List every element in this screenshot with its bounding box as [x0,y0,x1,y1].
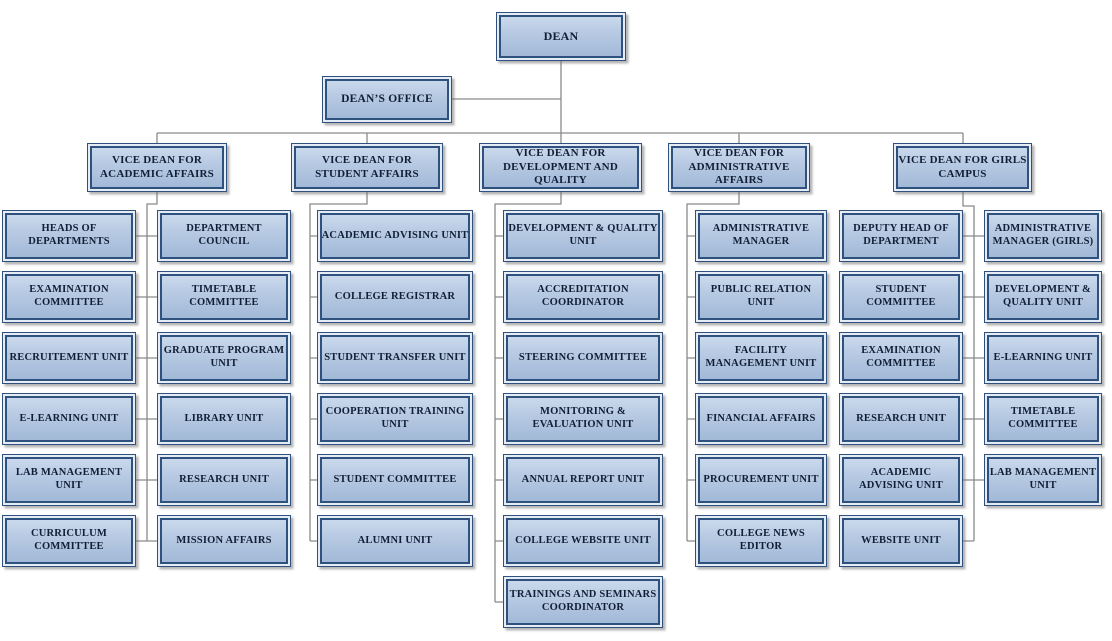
org-node-student-transfer-unit: STUDENT TRANSFER UNIT [317,332,473,384]
org-node-deputy-head-of-department: DEPUTY HEAD OF DEPARTMENT [839,210,963,262]
org-node-college-registrar: COLLEGE REGISTRAR [317,271,473,323]
org-node-timetable-committee-girls: TIMETABLE COMMITTEE [984,393,1102,445]
org-node-lab-management-unit: LAB MANAGEMENT UNIT [2,454,136,506]
org-node-elearning-unit-girls: E-LEARNING UNIT [984,332,1102,384]
org-node-department-council: DEPARTMENT COUNCIL [157,210,291,262]
org-node-cooperation-training-unit: COOPERATION TRAINING UNIT [317,393,473,445]
org-node-research-unit-girls: RESEARCH UNIT [839,393,963,445]
org-node-accreditation-coordinator: ACCREDITATION COORDINATOR [503,271,663,323]
org-node-procurement-unit: PROCUREMENT UNIT [695,454,827,506]
org-node-administrative-manager-girls: ADMINISTRATIVE MANAGER (GIRLS) [984,210,1102,262]
org-node-library-unit: LIBRARY UNIT [157,393,291,445]
org-node-vice-dean-development-quality: VICE DEAN FOR DEVELOPMENT AND QUALITY [479,143,642,192]
org-node-recruitement-unit: RECRUITEMENT UNIT [2,332,136,384]
org-node-facility-management-unit: FACILITY MANAGEMENT UNIT [695,332,827,384]
org-node-graduate-program-unit: GRADUATE PROGRAM UNIT [157,332,291,384]
org-node-elearning-unit: E-LEARNING UNIT [2,393,136,445]
org-node-trainings-seminars-coordinator: TRAININGS AND SEMINARS COORDINATOR [503,576,663,628]
org-node-steering-committee: STEERING COMMITTEE [503,332,663,384]
org-node-deans-office: DEAN’S OFFICE [322,76,452,123]
org-node-alumni-unit: ALUMNI UNIT [317,515,473,567]
org-node-examination-committee-girls: EXAMINATION COMMITTEE [839,332,963,384]
org-node-vice-dean-academic-affairs: VICE DEAN FOR ACADEMIC AFFAIRS [87,143,227,192]
org-node-timetable-committee: TIMETABLE COMMITTEE [157,271,291,323]
org-node-vice-dean-student-affairs: VICE DEAN FOR STUDENT AFFAIRS [291,143,443,192]
org-node-website-unit-girls: WEBSITE UNIT [839,515,963,567]
org-node-academic-advising-unit: ACADEMIC ADVISING UNIT [317,210,473,262]
org-node-annual-report-unit: ANNUAL REPORT UNIT [503,454,663,506]
org-node-student-committee-girls: STUDENT COMMITTEE [839,271,963,323]
org-node-curriculum-committee: CURRICULUM COMMITTEE [2,515,136,567]
org-node-heads-of-departments: HEADS OF DEPARTMENTS [2,210,136,262]
connector-path [136,61,984,603]
org-node-financial-affairs: FINANCIAL AFFAIRS [695,393,827,445]
org-node-public-relation-unit: PUBLIC RELATION UNIT [695,271,827,323]
org-node-development-quality-unit: DEVELOPMENT & QUALITY UNIT [503,210,663,262]
org-node-vice-dean-girls-campus: VICE DEAN FOR GIRLS CAMPUS [893,143,1032,192]
org-node-dean: DEAN [496,12,626,61]
org-node-monitoring-evaluation-unit: MONITORING & EVALUATION UNIT [503,393,663,445]
org-node-vice-dean-administrative-affairs: VICE DEAN FOR ADMINISTRATIVE AFFAIRS [668,143,810,192]
org-node-research-unit: RESEARCH UNIT [157,454,291,506]
org-node-student-committee: STUDENT COMMITTEE [317,454,473,506]
org-node-academic-advising-unit-girls: ACADEMIC ADVISING UNIT [839,454,963,506]
org-node-development-quality-unit-girls: DEVELOPMENT & QUALITY UNIT [984,271,1102,323]
org-node-college-website-unit: COLLEGE WEBSITE UNIT [503,515,663,567]
org-node-college-news-editor: COLLEGE NEWS EDITOR [695,515,827,567]
org-node-mission-affairs: MISSION AFFAIRS [157,515,291,567]
org-node-administrative-manager: ADMINISTRATIVE MANAGER [695,210,827,262]
org-node-lab-management-unit-girls: LAB MANAGEMENT UNIT [984,454,1102,506]
org-node-examination-committee: EXAMINATION COMMITTEE [2,271,136,323]
